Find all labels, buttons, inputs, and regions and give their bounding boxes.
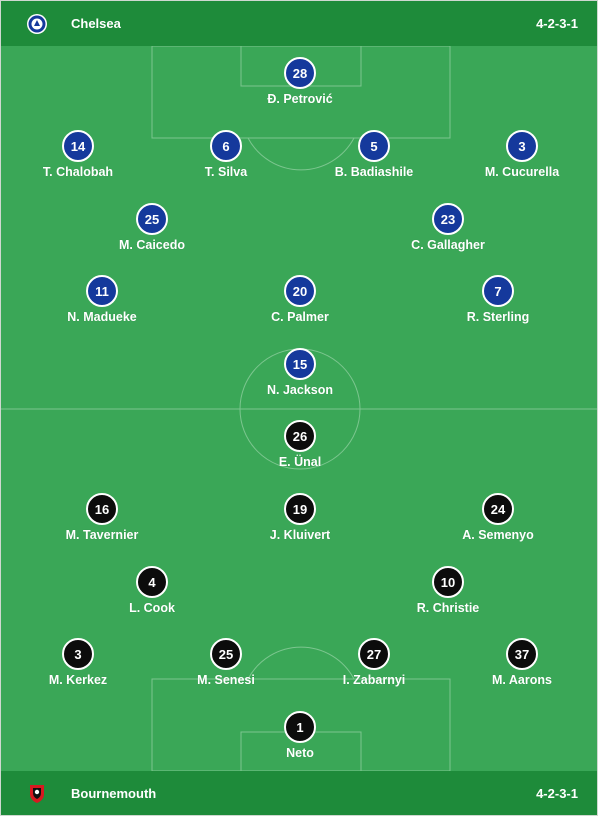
player-name: M. Caicedo [119,238,185,252]
player-name: N. Madueke [67,310,137,324]
player-name: M. Senesi [197,673,255,687]
pitch: 28 Đ. Petrović 14 T. Chalobah 6 T. Silva… [1,46,597,771]
home-player-defensive-mid-2[interactable]: 23 C. Gallagher [388,203,508,252]
home-formation: 4-2-3-1 [536,16,578,31]
away-player-defensive-mid-2[interactable]: 10 R. Christie [388,566,508,615]
player-number-badge: 28 [284,57,316,89]
player-number-badge: 26 [284,420,316,452]
player-name: Đ. Petrović [267,92,333,106]
away-player-striker[interactable]: 26 E. Ünal [240,420,360,469]
away-team-bar: Bournemouth 4-2-3-1 [1,771,597,815]
player-name: M. Aarons [492,673,552,687]
player-name: J. Kluivert [269,528,331,542]
away-player-left-wing[interactable]: 24 A. Semenyo [438,493,558,542]
player-number-badge: 25 [136,203,168,235]
player-number-badge: 20 [284,275,316,307]
player-name: T. Silva [204,165,248,179]
player-number-badge: 16 [86,493,118,525]
home-team-bar: Chelsea 4-2-3-1 [1,1,597,46]
away-player-attacking-mid[interactable]: 19 J. Kluivert [240,493,360,542]
player-number-badge: 6 [210,130,242,162]
player-number-badge: 3 [506,130,538,162]
home-player-left-wing[interactable]: 7 R. Sterling [438,275,558,324]
bournemouth-crest-icon [26,782,48,804]
home-team-name: Chelsea [71,16,121,31]
player-number-badge: 14 [62,130,94,162]
player-name: R. Christie [416,601,480,615]
player-number-badge: 3 [62,638,94,670]
away-formation: 4-2-3-1 [536,785,578,801]
away-player-right-back[interactable]: 37 M. Aarons [462,638,582,687]
player-number-badge: 11 [86,275,118,307]
player-name: C. Palmer [271,310,329,324]
home-player-goalkeeper[interactable]: 28 Đ. Petrović [240,57,360,106]
home-player-right-wing[interactable]: 11 N. Madueke [42,275,162,324]
player-name: T. Chalobah [42,165,114,179]
player-name: E. Ünal [278,455,322,469]
home-player-right-back[interactable]: 14 T. Chalobah [18,130,138,179]
player-name: C. Gallagher [411,238,485,252]
player-number-badge: 5 [358,130,390,162]
away-player-left-back[interactable]: 3 M. Kerkez [18,638,138,687]
home-player-defensive-mid-1[interactable]: 25 M. Caicedo [92,203,212,252]
player-number-badge: 1 [284,711,316,743]
player-name: M. Cucurella [484,165,560,179]
away-player-right-wing[interactable]: 16 M. Tavernier [42,493,162,542]
player-number-badge: 4 [136,566,168,598]
player-number-badge: 10 [432,566,464,598]
away-player-goalkeeper[interactable]: 1 Neto [240,711,360,760]
player-name: M. Tavernier [65,528,139,542]
player-name: Neto [286,746,314,760]
player-number-badge: 25 [210,638,242,670]
away-player-defensive-mid-1[interactable]: 4 L. Cook [92,566,212,615]
player-name: I. Zabarnyi [342,673,406,687]
chelsea-crest-icon [26,13,48,35]
player-name: B. Badiashile [334,165,414,179]
home-player-attacking-mid[interactable]: 20 C. Palmer [240,275,360,324]
player-number-badge: 37 [506,638,538,670]
away-player-center-back-2[interactable]: 27 I. Zabarnyi [314,638,434,687]
player-number-badge: 19 [284,493,316,525]
home-player-left-back[interactable]: 3 M. Cucurella [462,130,582,179]
player-name: M. Kerkez [48,673,108,687]
player-number-badge: 24 [482,493,514,525]
player-number-badge: 27 [358,638,390,670]
player-name: L. Cook [129,601,175,615]
player-name: R. Sterling [466,310,530,324]
player-name: A. Semenyo [462,528,534,542]
player-number-badge: 7 [482,275,514,307]
player-number-badge: 15 [284,348,316,380]
away-player-center-back-1[interactable]: 25 M. Senesi [166,638,286,687]
home-player-center-back-2[interactable]: 5 B. Badiashile [314,130,434,179]
player-number-badge: 23 [432,203,464,235]
away-team-name: Bournemouth [71,785,157,801]
home-player-center-back-1[interactable]: 6 T. Silva [166,130,286,179]
home-player-striker[interactable]: 15 N. Jackson [240,348,360,397]
player-name: N. Jackson [266,383,333,397]
